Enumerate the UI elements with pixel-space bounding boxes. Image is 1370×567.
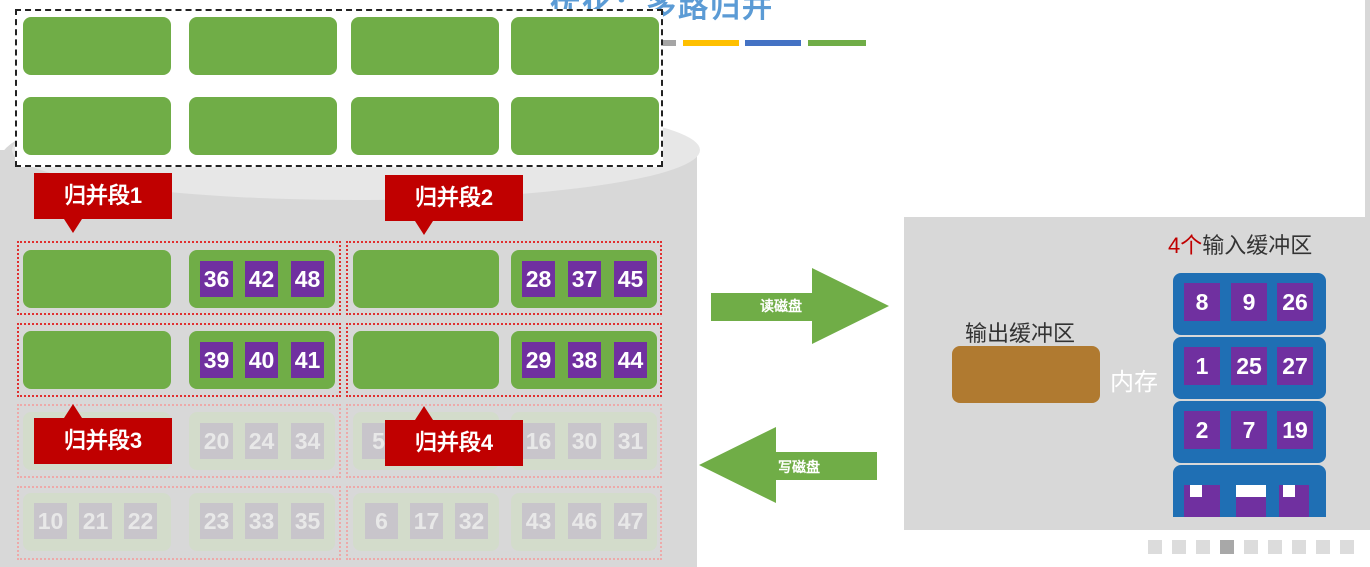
- record-number: 30: [568, 423, 601, 459]
- disk-block: [511, 97, 659, 155]
- segment-frame-3-row1: [17, 404, 341, 478]
- segment-frame-2-row2: [346, 323, 662, 397]
- record-number: 48: [291, 261, 324, 297]
- record-number: 29: [522, 342, 555, 378]
- record-number: 46: [568, 503, 601, 539]
- disk-block: [23, 17, 171, 75]
- record-number: 10: [34, 503, 67, 539]
- record-number: 44: [614, 342, 647, 378]
- record-number: 39: [200, 342, 233, 378]
- record-number: 21: [79, 503, 112, 539]
- segment-frame-2-row1: [346, 241, 662, 315]
- decor-tile: [1292, 540, 1306, 554]
- title-bar-darkblue: [745, 40, 801, 46]
- record-number: 47: [614, 503, 647, 539]
- buffer-number: 19: [1277, 411, 1313, 449]
- segment-frame-1-row2: [17, 323, 341, 397]
- segment-frame-1-row1: [17, 241, 341, 315]
- buffer-number: 1: [1184, 347, 1220, 385]
- write-disk-arrow: [699, 427, 877, 503]
- decor-tile: [1316, 540, 1330, 554]
- record-number: 33: [245, 503, 278, 539]
- disk-block: [189, 97, 337, 155]
- record-number: 20: [200, 423, 233, 459]
- buffer-number: 9: [1231, 283, 1267, 321]
- record-number: 38: [568, 342, 601, 378]
- buffer-number: 27: [1277, 347, 1313, 385]
- run-block: [353, 331, 499, 389]
- title-bar-yellow: [683, 40, 739, 46]
- input-buffer-1: 8 9 26: [1173, 273, 1326, 335]
- segment-frame-3-row2: [17, 486, 341, 560]
- output-buffer-label: 输出缓冲区: [965, 321, 1076, 346]
- record-number: 16: [522, 423, 555, 459]
- segment-frame-4-row1: [346, 404, 662, 478]
- decor-tile: [1244, 540, 1258, 554]
- buffer-slot-mark: [1283, 485, 1295, 497]
- memory-label: 内存: [1110, 369, 1158, 396]
- input-buffer-label: 输入缓冲区: [1202, 233, 1313, 258]
- record-number: 32: [455, 503, 488, 539]
- segment-label-4: 归并段4: [385, 406, 523, 466]
- decor-tile: [1340, 540, 1354, 554]
- decor-tile: [1268, 540, 1282, 554]
- disk-block: [511, 17, 659, 75]
- record-number: 42: [245, 261, 278, 297]
- input-buffer-4: [1173, 465, 1326, 517]
- run-block: [23, 331, 171, 389]
- disk-block: [351, 97, 499, 155]
- buffer-number: 26: [1277, 283, 1313, 321]
- title-bar-green: [808, 40, 866, 46]
- decor-tile: [1220, 540, 1234, 554]
- record-number: 28: [522, 261, 555, 297]
- record-number: 37: [568, 261, 601, 297]
- disk-block: [351, 17, 499, 75]
- decor-tile: [1172, 540, 1186, 554]
- buffer-slot-mark: [1236, 485, 1266, 497]
- segment-label-3: 归并段3: [34, 404, 172, 464]
- input-buffer-2: 1 25 27: [1173, 337, 1326, 399]
- disk-block: [23, 97, 171, 155]
- record-number: 6: [365, 503, 398, 539]
- write-disk-label: 写磁盘: [778, 459, 820, 475]
- buffer-slot-mark: [1190, 485, 1202, 497]
- segment-frame-4-row2: [346, 486, 662, 560]
- buffer-number: 8: [1184, 283, 1220, 321]
- record-number: 41: [291, 342, 324, 378]
- run-block: [23, 250, 171, 308]
- record-number: 35: [291, 503, 324, 539]
- segment-label-1: 归并段1: [34, 173, 172, 233]
- record-number: 17: [410, 503, 443, 539]
- record-number: 34: [291, 423, 324, 459]
- input-buffer-count: 4个: [1168, 233, 1203, 258]
- run-block: [353, 250, 499, 308]
- record-number: 45: [614, 261, 647, 297]
- buffer-number: 2: [1184, 411, 1220, 449]
- input-buffer-3: 2 7 19: [1173, 401, 1326, 463]
- segment-label-2: 归并段2: [385, 175, 523, 235]
- buffer-number: 25: [1231, 347, 1267, 385]
- record-number: 43: [522, 503, 555, 539]
- record-number: 31: [614, 423, 647, 459]
- decor-tile: [1196, 540, 1210, 554]
- right-edge-line: [1365, 0, 1370, 220]
- read-disk-arrow: [711, 268, 889, 344]
- buffer-number: 7: [1231, 411, 1267, 449]
- record-number: 22: [124, 503, 157, 539]
- decor-tile: [1148, 540, 1162, 554]
- record-number: 40: [245, 342, 278, 378]
- record-number: 23: [200, 503, 233, 539]
- input-buffer-title: 4个输入缓冲区: [1168, 228, 1312, 260]
- record-number: 24: [245, 423, 278, 459]
- read-disk-label: 读磁盘: [760, 298, 802, 314]
- record-number: 36: [200, 261, 233, 297]
- disk-block: [189, 17, 337, 75]
- output-buffer: [952, 346, 1100, 403]
